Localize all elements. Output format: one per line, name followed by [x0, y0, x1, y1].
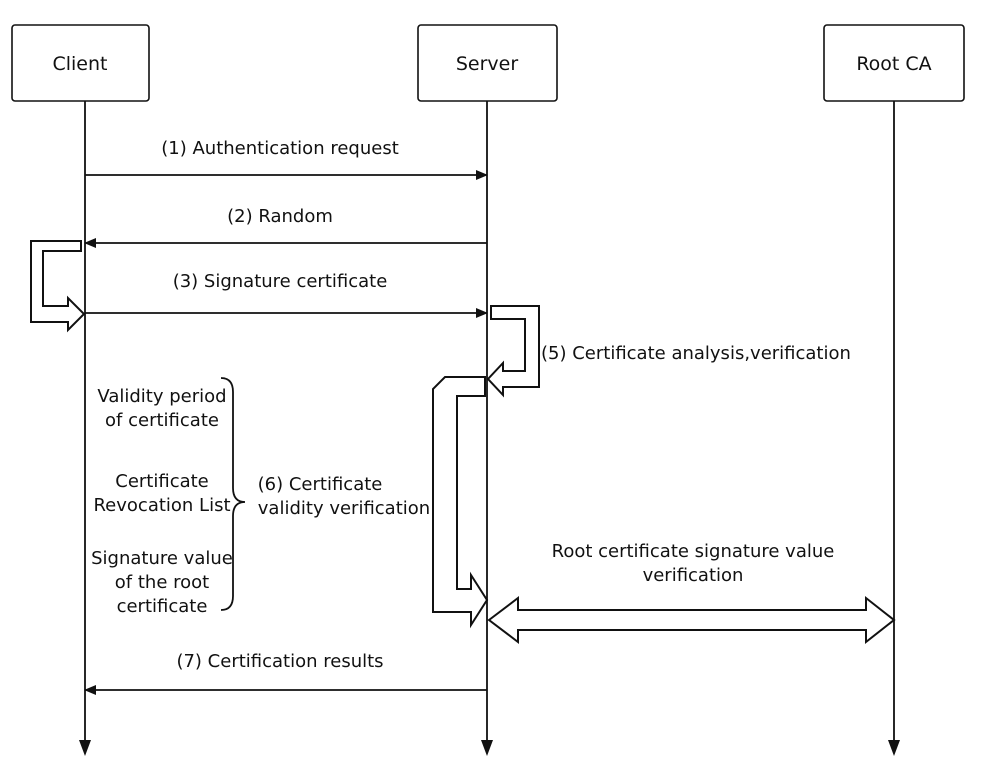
- lifeline-client-arrow-icon: [79, 740, 91, 756]
- check-validity-period-line-2: of certificate: [105, 410, 219, 431]
- check-root-signature-line-2: of the root: [115, 572, 209, 593]
- lifeline-server-arrow-icon: [481, 740, 493, 756]
- check-validity-period-line-1: Validity period: [97, 386, 226, 407]
- actor-client: Client: [11, 24, 150, 102]
- label-validity-verification-line-1: (6) Certificate: [258, 474, 383, 495]
- label-root-verification-line-2: verification: [643, 565, 744, 586]
- server-validity-loop-arrow: [432, 376, 489, 629]
- check-crl-line-2: Revocation List: [93, 495, 230, 516]
- server-self-loop-arrow: [486, 305, 540, 398]
- actor-server-label: Server: [456, 53, 518, 75]
- check-root-signature-line-1: Signature value: [91, 548, 233, 569]
- label-validity-verification-line-2: validity verification: [258, 498, 430, 519]
- label-random: (2) Random: [227, 206, 333, 227]
- actor-root-ca: Root CA: [823, 24, 965, 102]
- label-authentication-request: (1) Authentication request: [161, 138, 399, 159]
- label-signature-certificate: (3) Signature certificate: [173, 271, 388, 292]
- message-arrows: [84, 170, 488, 695]
- client-self-loop-arrow: [30, 240, 86, 333]
- label-certificate-analysis: (5) Certificate analysis,verification: [541, 343, 851, 364]
- check-root-signature-line-3: certificate: [117, 596, 208, 617]
- label-root-verification-line-1: Root certificate signature value: [552, 541, 835, 562]
- actor-client-label: Client: [52, 53, 107, 75]
- actor-server: Server: [417, 24, 558, 102]
- label-certification-results: (7) Certification results: [176, 651, 383, 672]
- lifeline-root-ca-arrow-icon: [888, 740, 900, 756]
- checks-brace: [220, 377, 246, 611]
- check-crl-line-1: Certificate: [115, 471, 209, 492]
- lifelines: [79, 101, 900, 756]
- root-verification-double-arrow: [487, 595, 896, 645]
- actor-client-box: [11, 24, 150, 102]
- actor-root-ca-label: Root CA: [856, 53, 931, 75]
